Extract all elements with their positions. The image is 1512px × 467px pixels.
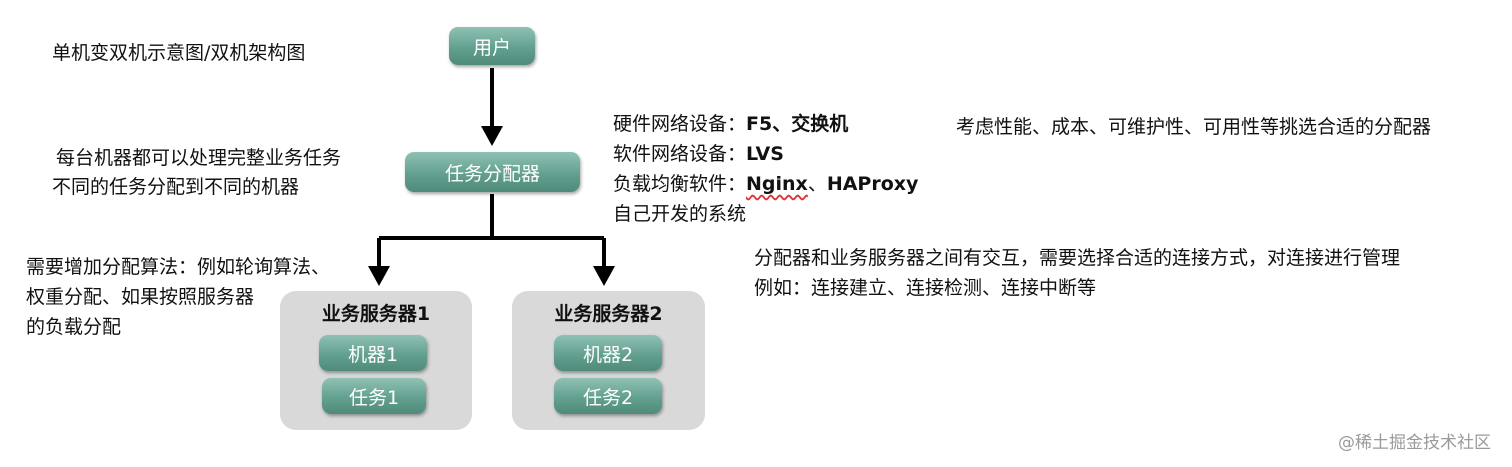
hardware-line3-sep: 、	[807, 173, 827, 195]
hardware-line3-nginx: Nginx	[746, 173, 808, 195]
hardware-line1: 硬件网络设备：F5、交换机	[613, 111, 848, 137]
user-node: 用户	[449, 27, 535, 65]
connection-note-line1: 分配器和业务服务器之间有交互，需要选择合适的连接方式，对连接进行管理	[754, 247, 1401, 269]
hardware-line3-haproxy: HAProxy	[826, 173, 919, 195]
dispatcher-node: 任务分配器	[405, 152, 580, 192]
watermark: @稀土掘金技术社区	[1338, 433, 1491, 453]
hardware-line3: 负载均衡软件：Nginx、HAProxy	[613, 171, 918, 197]
hardware-line1-value: F5、交换机	[746, 113, 849, 135]
business-server-1-title: 业务服务器1	[321, 303, 431, 325]
machine-2-node: 机器2	[554, 335, 662, 371]
selection-note: 考虑性能、成本、可维护性、可用性等挑选合适的分配器	[956, 116, 1432, 138]
hardware-line2-value: LVS	[746, 143, 784, 165]
algorithm-note-line3: 的负载分配	[26, 316, 122, 338]
dispatcher-desc-line1: 每台机器都可以处理完整业务任务	[56, 147, 342, 169]
arrowhead-dispatcher	[481, 126, 503, 146]
diagram-title: 单机变双机示意图/双机架构图	[52, 42, 306, 64]
business-server-2: 业务服务器2	[512, 291, 705, 430]
machine-1-node: 机器1	[319, 335, 427, 371]
hardware-line2: 软件网络设备：LVS	[613, 141, 784, 167]
hardware-line2-label: 软件网络设备：	[613, 143, 747, 165]
task-2-node: 任务2	[554, 378, 662, 414]
hardware-line4: 自己开发的系统	[613, 203, 747, 225]
algorithm-note-line2: 权重分配、如果按照服务器	[26, 286, 255, 308]
hardware-line1-label: 硬件网络设备：	[613, 113, 747, 135]
arrowhead-server1	[368, 266, 390, 286]
task-1-node: 任务1	[322, 378, 426, 414]
dispatcher-desc-line2: 不同的任务分配到不同的机器	[52, 176, 300, 198]
algorithm-note-line1: 需要增加分配算法：例如轮询算法、	[26, 256, 331, 278]
business-server-2-title: 业务服务器2	[554, 303, 663, 325]
hardware-line3-label: 负载均衡软件：	[613, 173, 747, 195]
connection-note-line2: 例如：连接建立、连接检测、连接中断等	[754, 277, 1097, 299]
arrow-dispatcher-branch	[377, 194, 606, 268]
arrowhead-server2	[593, 266, 615, 286]
